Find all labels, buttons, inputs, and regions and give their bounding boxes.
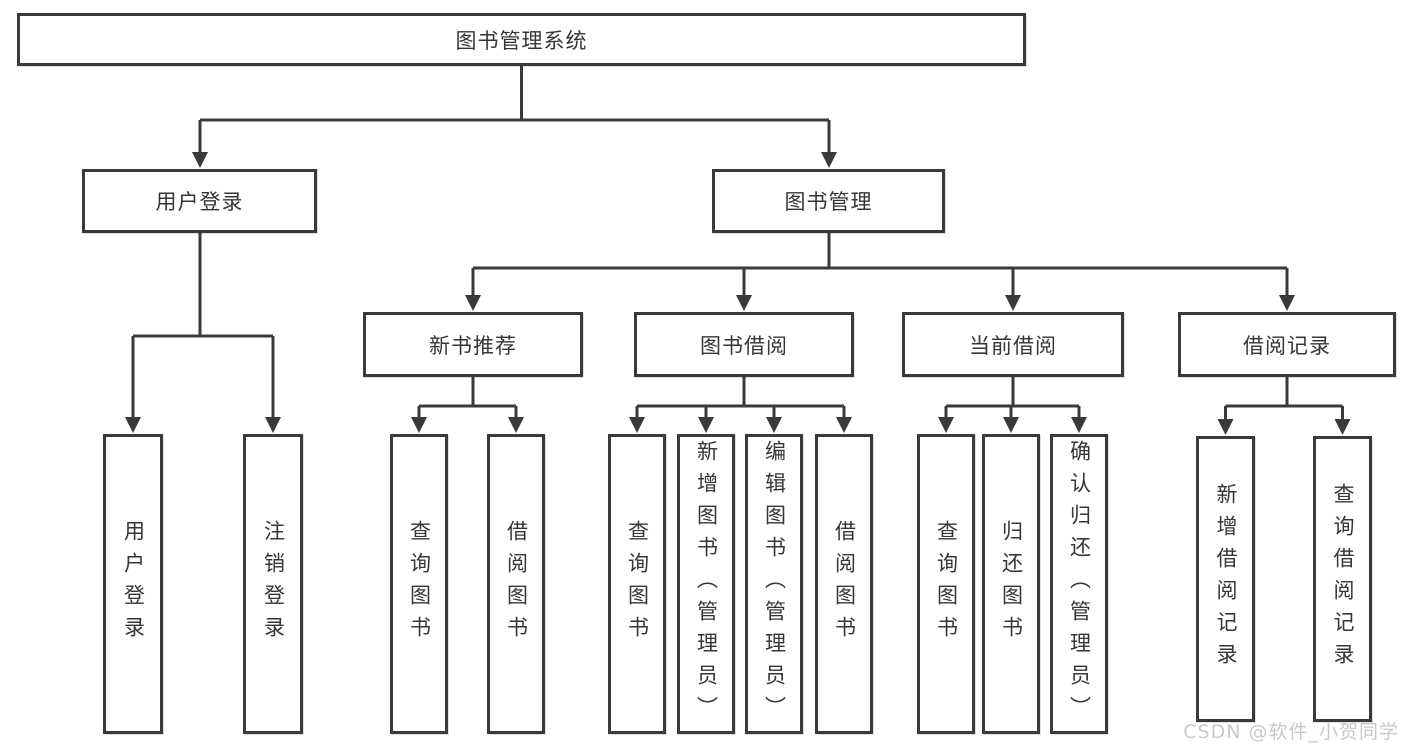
leaf-label: 借阅图书 xyxy=(504,520,529,648)
leaf-label: 查询借阅记录 xyxy=(1331,483,1355,675)
leaf-label: 确认归还（管理员） xyxy=(1067,440,1092,728)
arrow-icon xyxy=(411,417,427,433)
node-book-borrowing: 图书借阅 xyxy=(634,312,854,377)
leaf-query-borrow-record: 查询借阅记录 xyxy=(1313,436,1372,722)
arrow-icon xyxy=(766,417,782,433)
arrow-icon xyxy=(736,295,752,311)
leaf-add-books-admin: 新增图书（管理员） xyxy=(677,434,735,734)
arrow-icon xyxy=(1279,295,1295,311)
node-label: 当前借阅 xyxy=(969,333,1057,358)
arrow-icon xyxy=(1334,419,1351,435)
node-label: 用户登录 xyxy=(155,190,244,214)
leaf-label: 查询图书 xyxy=(407,520,432,648)
arrow-icon xyxy=(465,295,481,311)
leaf-label: 注销登录 xyxy=(261,520,286,648)
arrow-icon xyxy=(698,417,714,433)
node-borrowing-records: 借阅记录 xyxy=(1178,312,1396,377)
arrow-icon xyxy=(1003,417,1019,433)
leaf-borrow-books-recommend: 借阅图书 xyxy=(487,434,545,734)
watermark: CSDN @软件_小贺同学 xyxy=(1183,721,1399,743)
leaf-edit-books-admin: 编辑图书（管理员） xyxy=(745,434,803,734)
leaf-return-books: 归还图书 xyxy=(982,434,1040,734)
leaf-user-login: 用户登录 xyxy=(103,434,163,734)
leaf-logout: 注销登录 xyxy=(243,434,303,734)
arrow-icon xyxy=(1217,419,1234,435)
leaf-label: 借阅图书 xyxy=(832,520,857,648)
node-new-book-recommendation: 新书推荐 xyxy=(363,312,583,377)
leaf-label: 查询图书 xyxy=(934,520,959,648)
leaf-label: 归还图书 xyxy=(999,520,1024,648)
arrow-icon xyxy=(938,417,954,433)
node-library-management-system: 图书管理系统 xyxy=(17,13,1026,66)
arrow-icon xyxy=(192,152,208,168)
leaf-label: 编辑图书（管理员） xyxy=(762,440,787,728)
node-label: 图书借阅 xyxy=(700,333,788,358)
node-label: 借阅记录 xyxy=(1243,333,1331,358)
node-label: 图书管理系统 xyxy=(455,28,588,53)
leaf-confirm-return-admin: 确认归还（管理员） xyxy=(1050,434,1108,734)
arrow-icon xyxy=(508,417,524,433)
leaf-query-books-current: 查询图书 xyxy=(917,434,975,734)
leaf-label: 用户登录 xyxy=(121,520,146,648)
arrow-icon xyxy=(1071,417,1087,433)
leaf-query-books-borrow: 查询图书 xyxy=(608,434,666,734)
arrow-icon xyxy=(265,417,281,433)
node-user-login: 用户登录 xyxy=(82,169,317,233)
leaf-label: 查询图书 xyxy=(625,520,650,648)
leaf-query-books-recommend: 查询图书 xyxy=(390,434,448,734)
node-current-borrowing: 当前借阅 xyxy=(902,312,1124,377)
arrow-icon xyxy=(1005,295,1021,311)
node-label: 图书管理 xyxy=(784,190,873,214)
leaf-add-borrow-record: 新增借阅记录 xyxy=(1196,436,1255,722)
leaf-borrow-books: 借阅图书 xyxy=(815,434,873,734)
leaf-label: 新增借阅记录 xyxy=(1214,483,1238,675)
node-label: 新书推荐 xyxy=(429,333,517,358)
arrow-icon xyxy=(836,417,852,433)
node-book-management: 图书管理 xyxy=(712,169,945,233)
leaf-label: 新增图书（管理员） xyxy=(694,440,719,728)
arrow-icon xyxy=(821,152,837,168)
arrow-icon xyxy=(125,417,141,433)
arrow-icon xyxy=(629,417,645,433)
